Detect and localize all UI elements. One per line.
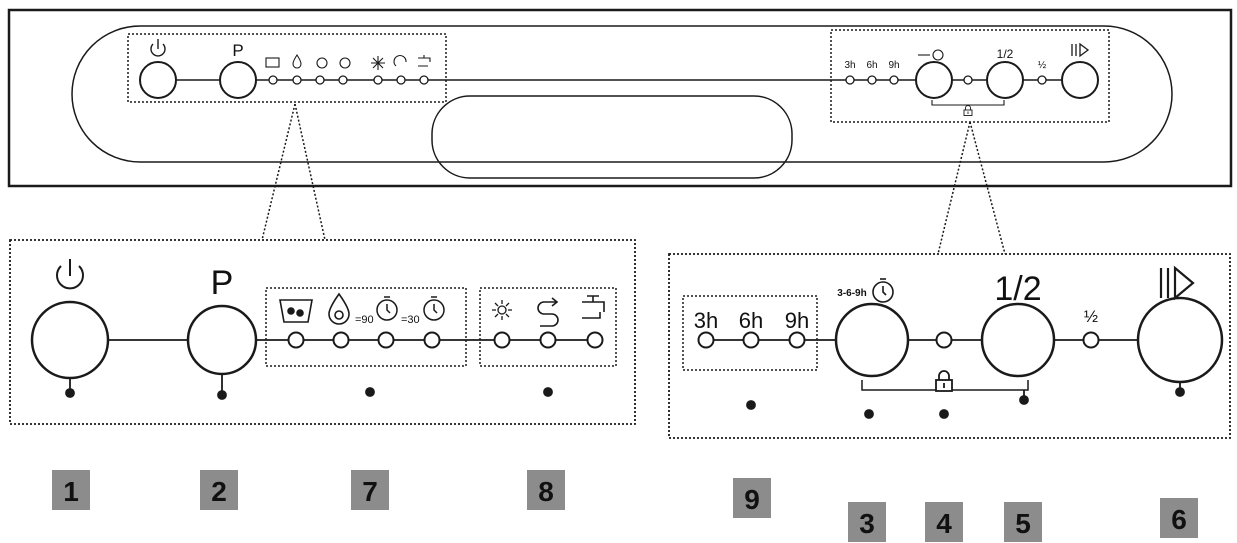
small-start-pause-icon	[1071, 42, 1090, 58]
small-left-leds	[268, 75, 429, 85]
regeneration-icon	[537, 297, 559, 327]
small-half-small-label: ½	[1038, 60, 1047, 71]
start-pause-icon	[1159, 265, 1195, 301]
appliance-panel: P 3h 6h 9h	[7, 8, 1233, 188]
callout-8: 8	[527, 470, 565, 510]
small-rinse-icon	[393, 55, 407, 67]
svg-text:7: 7	[362, 476, 378, 507]
rinse-aid-sun-icon	[492, 300, 512, 320]
power-button[interactable]	[30, 300, 110, 380]
small-power-button[interactable]	[139, 61, 177, 99]
delay-button-label: 3-6-9h	[837, 288, 866, 299]
right-detail-frame	[668, 253, 1231, 439]
option-group-7-frame	[265, 287, 467, 367]
label-equals-90: =90	[355, 314, 374, 326]
control-strip	[71, 25, 1173, 163]
left-detail-panel: P =90 =30	[9, 239, 636, 425]
small-left-group-frame	[127, 33, 447, 103]
svg-text:6: 6	[1171, 504, 1187, 535]
small-half-load-button[interactable]	[986, 61, 1024, 99]
svg-text:9: 9	[744, 484, 760, 515]
option-group-7-leds	[287, 331, 441, 349]
callout-9: 9	[733, 478, 771, 518]
callout-badges: 1 2 7 8 9 3 4 5	[52, 470, 1198, 542]
small-right-leds	[845, 75, 1047, 85]
svg-text:1: 1	[63, 476, 79, 507]
small-tap-icon	[418, 55, 431, 67]
power-icon	[56, 259, 84, 290]
water-tap-icon	[582, 295, 605, 319]
program-label: P	[211, 264, 234, 302]
delay-leds	[697, 331, 1100, 349]
panel-frame	[7, 8, 1233, 188]
half-load-label: 1/2	[994, 270, 1041, 308]
small-program-label: P	[232, 41, 243, 60]
door-handle-recess	[431, 95, 793, 179]
delay-start-button[interactable]	[834, 302, 910, 378]
delay-timer-icon	[872, 278, 894, 303]
svg-text:5: 5	[1015, 508, 1031, 539]
intensive-wash-icon	[279, 299, 313, 323]
small-start-pause-button[interactable]	[1061, 61, 1099, 99]
callout-5: 5	[1004, 502, 1042, 542]
small-label-6h: 6h	[866, 60, 877, 71]
half-load-button[interactable]	[980, 302, 1056, 378]
label-equals-30: =30	[401, 314, 420, 326]
half-load-led-label: ½	[1084, 307, 1098, 326]
small-90-timer-icon	[316, 57, 328, 69]
start-pause-button[interactable]	[1136, 296, 1224, 384]
svg-text:3: 3	[859, 508, 875, 539]
small-lock-bracket	[931, 100, 1005, 106]
left-callout-lines	[65, 374, 553, 400]
small-program-button[interactable]	[219, 61, 257, 99]
program-button[interactable]	[186, 304, 258, 376]
callout-2: 2	[200, 470, 238, 510]
zoom-lines	[261, 103, 1006, 255]
small-intensive-icon	[265, 57, 280, 68]
callout-3: 3	[848, 502, 886, 542]
option-group-8-frame	[479, 287, 617, 367]
callout-1: 1	[52, 470, 90, 510]
child-lock-icon	[935, 370, 953, 392]
small-half-label: 1/2	[997, 47, 1014, 61]
small-30-timer-icon	[339, 57, 351, 69]
small-delay-icon	[918, 49, 944, 61]
option-group-8-leds	[493, 331, 604, 349]
callout-4: 4	[925, 502, 963, 542]
svg-text:4: 4	[936, 508, 952, 539]
small-label-3h: 3h	[844, 60, 855, 71]
callout-7: 7	[351, 470, 389, 510]
left-detail-frame	[9, 239, 636, 425]
label-3h: 3h	[694, 308, 718, 333]
small-left-led-icons	[265, 54, 431, 70]
label-6h: 6h	[739, 308, 763, 333]
label-9h: 9h	[785, 308, 809, 333]
svg-text:8: 8	[538, 476, 554, 507]
timer-30-icon	[423, 296, 445, 321]
right-callout-lines	[746, 382, 1185, 419]
eco-drop-icon	[328, 292, 350, 325]
callout-6: 6	[1160, 498, 1198, 538]
small-label-9h: 9h	[888, 60, 899, 71]
small-delay-button[interactable]	[915, 61, 953, 99]
small-sun-icon	[371, 56, 385, 70]
svg-text:2: 2	[211, 476, 227, 507]
right-detail-panel: 3h 6h 9h 3-6-9h 1/2 ½	[668, 253, 1231, 439]
small-power-icon	[150, 39, 166, 57]
small-eco-drop-icon	[292, 54, 302, 69]
timer-90-icon	[376, 296, 398, 321]
